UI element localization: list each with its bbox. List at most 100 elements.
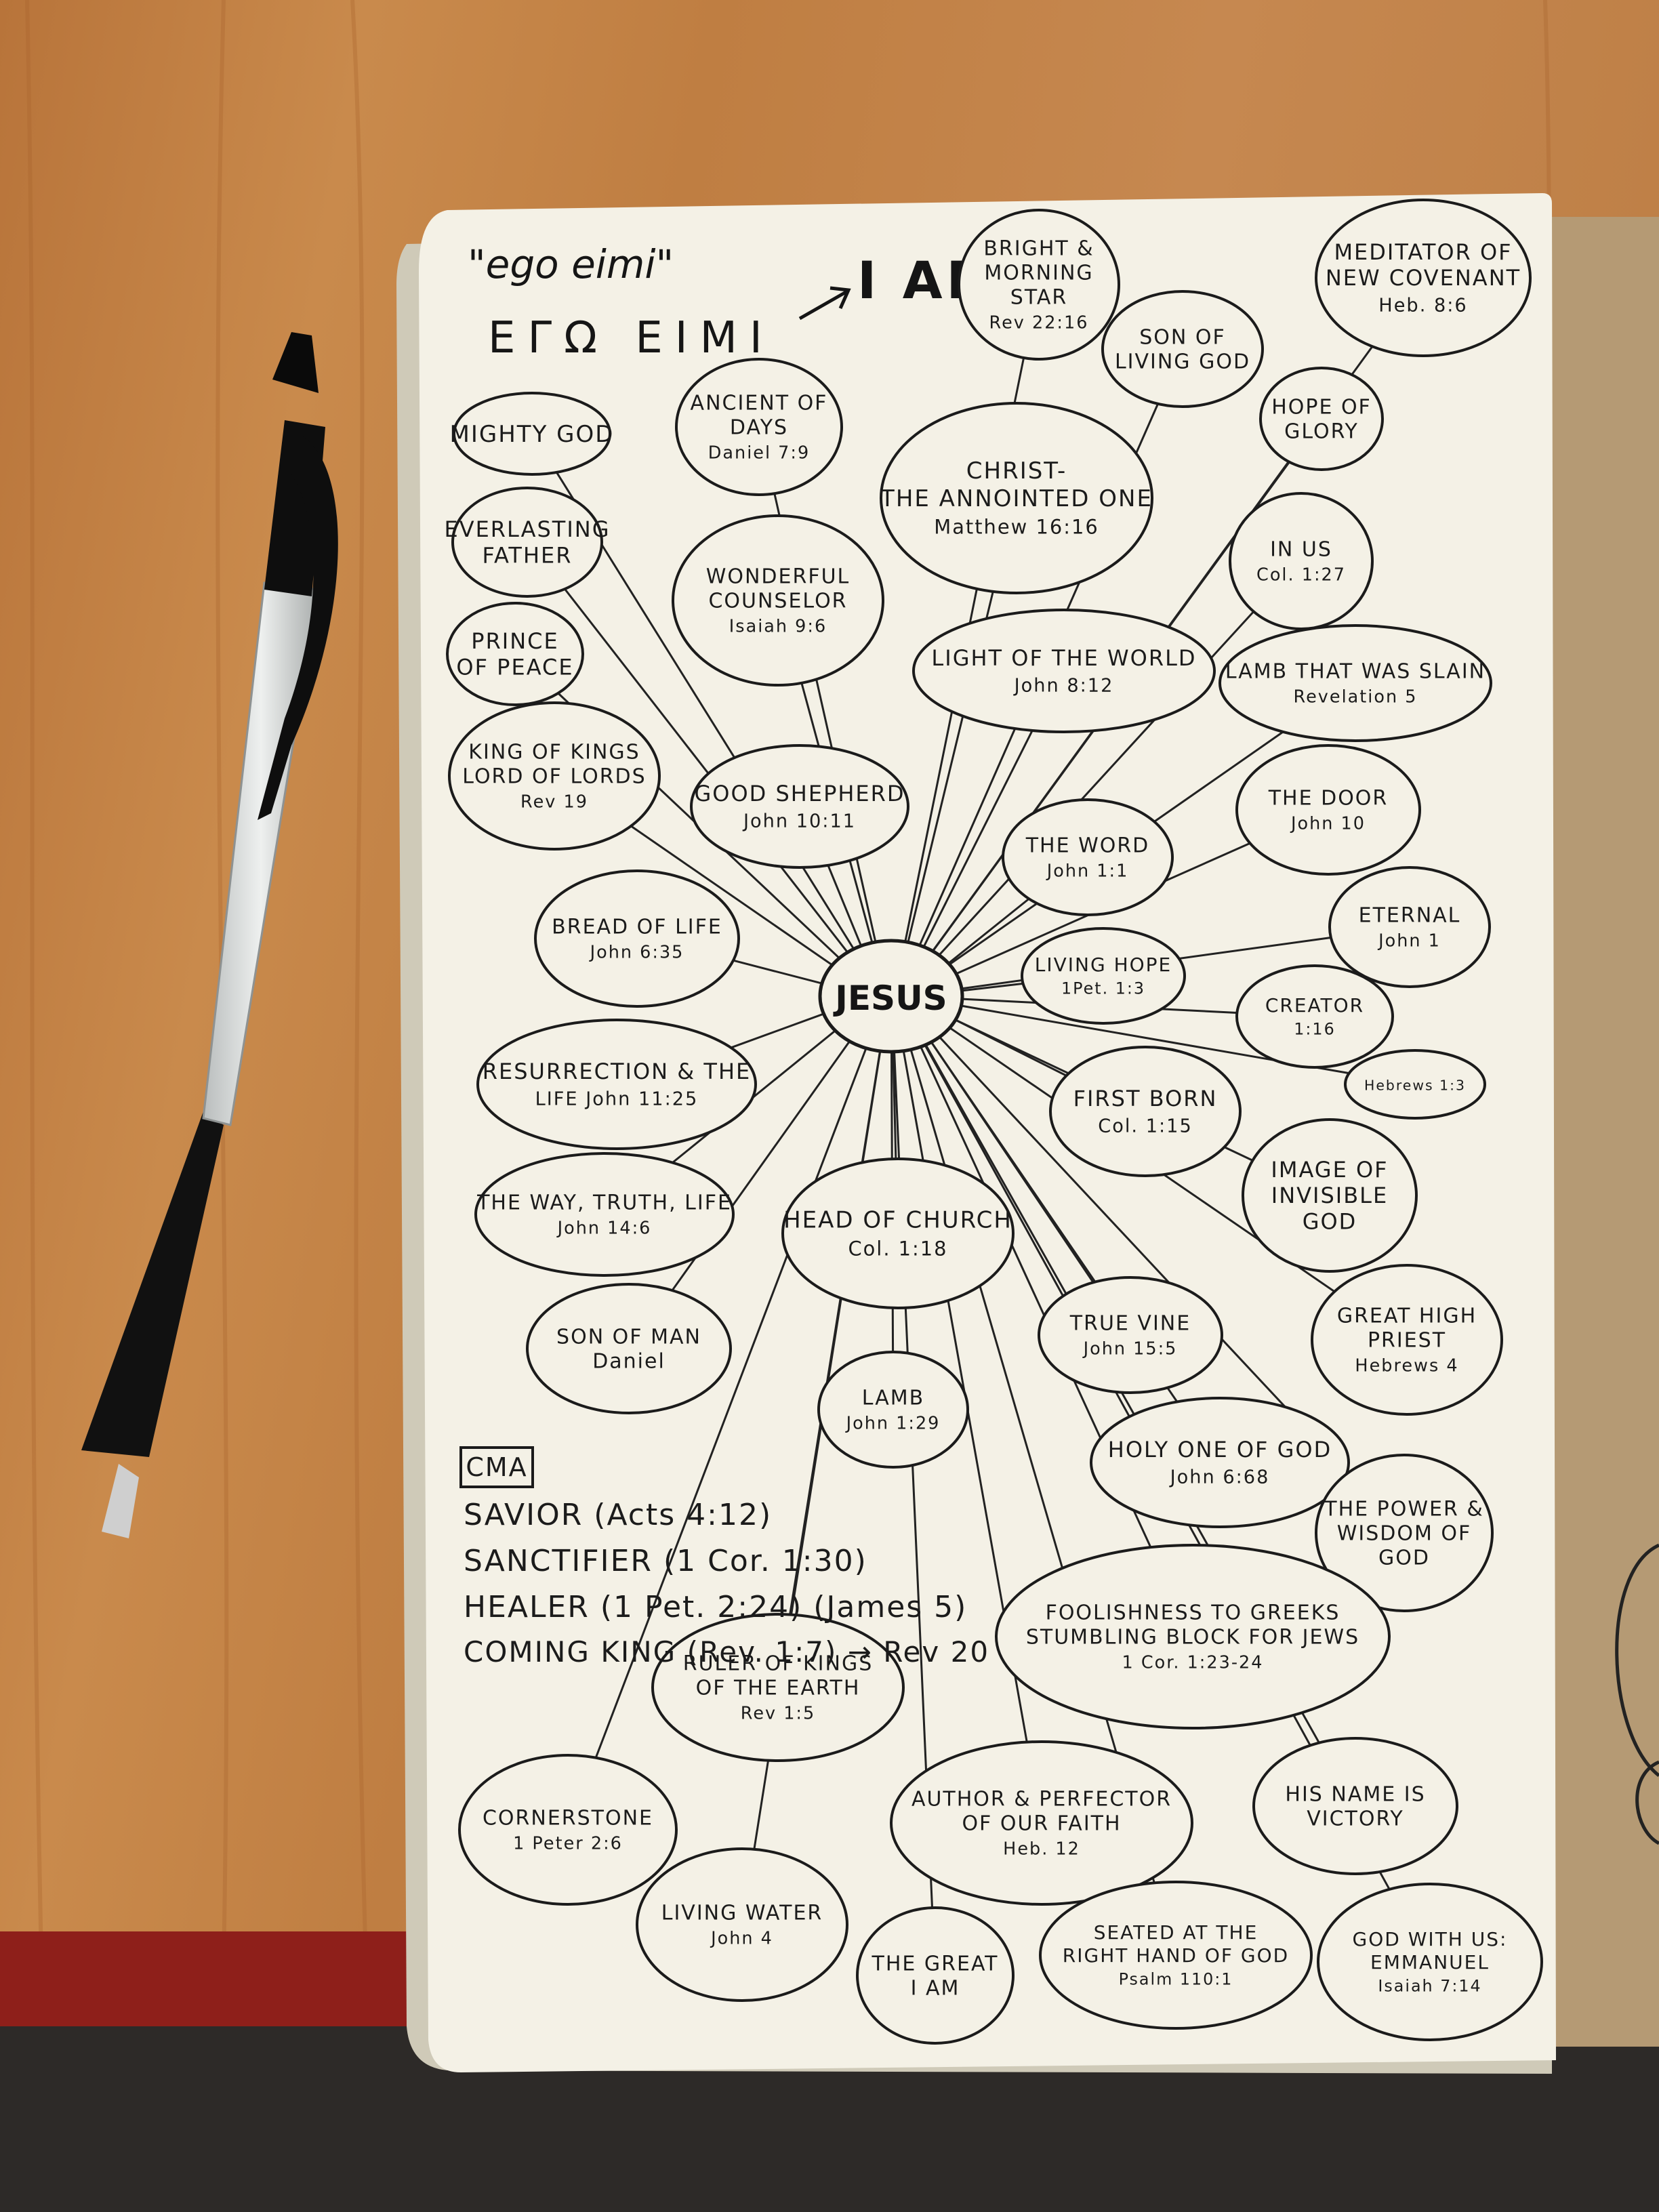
bubble-outline [448,701,661,851]
transliteration-text: "ego eimi" [468,241,674,287]
bubble-text: HIS NAME IS [1285,1783,1425,1807]
connection-line [922,730,1033,949]
cma-box [459,1446,534,1488]
connection-line [733,959,825,985]
bubble-outline [534,869,740,1008]
bubble-text: Isaiah 7:14 [1378,1976,1481,1995]
bubble-text: GOD [1378,1547,1430,1570]
bubble-outline [451,487,603,598]
bubble-text: EMMANUEL [1370,1951,1490,1973]
bubble-outline [1317,1883,1543,2041]
bubble-outline [1101,290,1264,408]
bubble-outline [458,1754,678,1906]
bubble-outline [636,1847,848,2002]
connection-line [937,1034,1349,1475]
bubble-text: LIFE John 11:25 [535,1088,699,1109]
bubble-text: COUNSELOR [708,590,847,613]
bubble-outline [1218,624,1492,742]
bubble-outline [1315,199,1532,357]
bubble-text: John 4 [710,1929,773,1949]
bubble-outline [995,1544,1391,1729]
bubble-outline [672,514,884,687]
connection-line [958,982,1023,992]
bubble-outline [690,744,909,869]
bubble-text: Rev 22:16 [989,313,1089,333]
bubble-outline [474,1152,735,1277]
bubble-outline [651,1613,905,1762]
center-bubble [818,939,964,1054]
bubble-text: CORNERSTONE [483,1807,653,1830]
name-bubble-mighty-god: MIGHTY GOD [450,392,613,476]
bubble-outline [1235,964,1394,1069]
bubble-outline [1259,367,1384,471]
bubble-text: PRINCE [471,628,558,654]
connection-line [731,1012,827,1049]
bubble-outline [526,1283,732,1414]
connection-line [672,1028,838,1164]
bubble-text: Rev 19 [520,792,588,813]
bubble-outline [1021,927,1186,1025]
bubble-text: Col. 1:18 [848,1237,947,1260]
bubble-text: John 6:68 [1169,1467,1270,1488]
cma-line: SAVIOR (Acts 4:12) [464,1498,772,1532]
bubble-text: EVERLASTING [444,516,610,542]
bubble-text: HOPE OF [1271,396,1372,419]
bubble-outline [880,402,1153,594]
bubble-text: DAYS [730,416,788,440]
bubble-text: MEDITATOR OF [1334,239,1512,265]
bubble-text: GREAT HIGH [1337,1305,1477,1328]
bubble-text: John 15:5 [1082,1339,1178,1359]
bubble-text: Hebrews 4 [1355,1356,1458,1376]
bubble-text: 1 Cor. 1:23-24 [1122,1653,1263,1673]
bubble-text: SON OF [1139,326,1226,350]
bubble-text: John 1:1 [1046,861,1129,882]
bubble-text: OF OUR FAITH [962,1812,1121,1836]
bubble-text: Daniel 7:9 [708,443,810,464]
bubble-text: IN US [1270,538,1332,562]
bubble-outline [1038,1276,1223,1394]
bubble-text: FIRST BORN [1073,1086,1218,1111]
bubble-text: INVISIBLE [1271,1183,1388,1208]
bubble-text: PRIEST [1368,1329,1446,1353]
bubble-text: LAMB THAT WAS SLAIN [1225,660,1486,684]
connection-line [945,898,1030,966]
bubble-outline [675,358,843,496]
bubble-text: RESURRECTION & THE [483,1059,751,1084]
cma-label: CMA [466,1452,527,1482]
bubble-outline [476,1019,757,1150]
bubble-outline [1229,492,1374,630]
bubble-text: John 14:6 [556,1218,652,1239]
bubble-text: OF PEACE [456,654,573,680]
bubble-text: BRIGHT & [983,237,1094,261]
bubble-text: 1:16 [1294,1020,1335,1039]
bubble-text: GLORY [1284,420,1359,444]
bubble-text: Col. 1:15 [1098,1115,1193,1136]
bubble-text: GOD WITH US: [1353,1928,1508,1950]
bubble-text: SON OF MAN [556,1326,701,1349]
name-bubble-hebrews-1-3: Hebrews 1:3 [1344,1049,1486,1120]
bubble-text: THE DOOR [1268,787,1389,811]
bubble-text: LIVING HOPE [1035,954,1172,976]
pen [81,332,338,1538]
bubble-outline [1315,1454,1494,1612]
